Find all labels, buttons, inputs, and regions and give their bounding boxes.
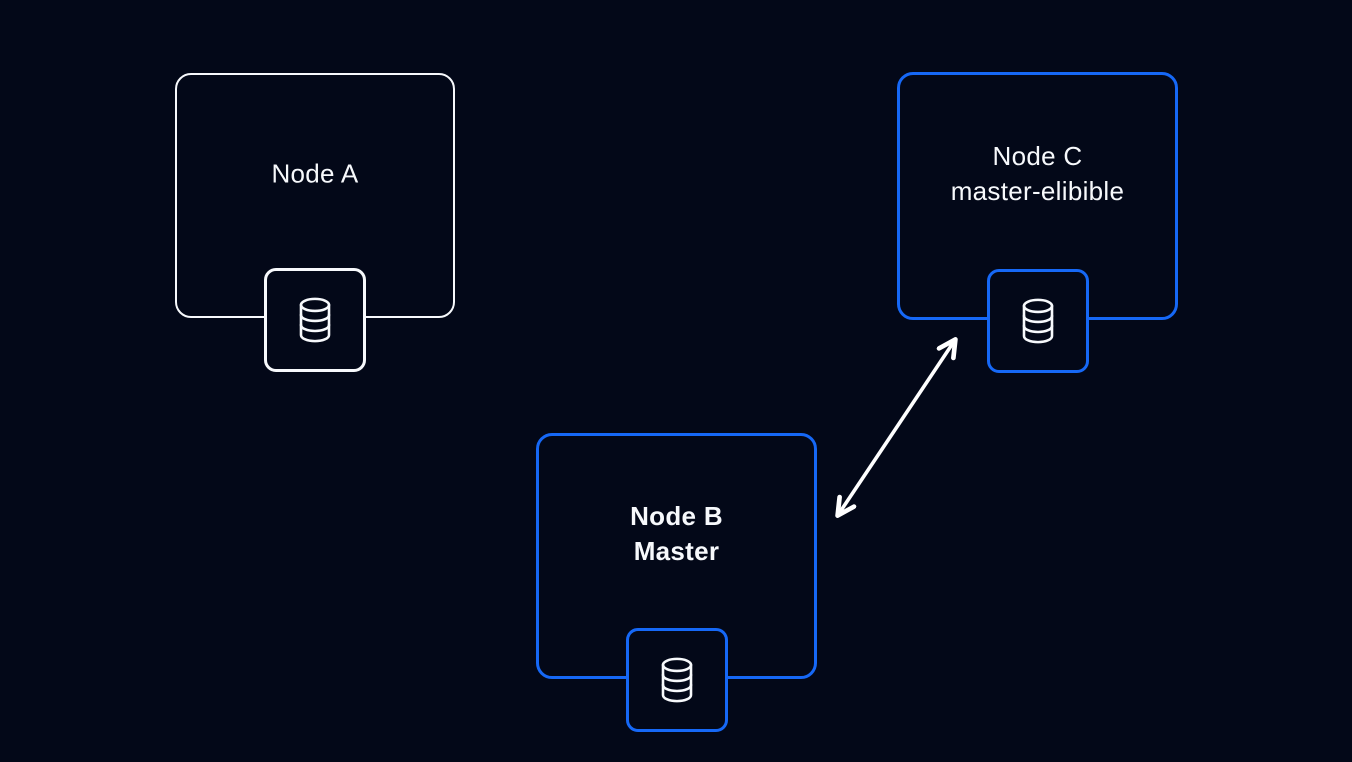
node-a-label: Node A bbox=[177, 156, 453, 191]
node-c-box: Node C master-elibible bbox=[897, 72, 1178, 373]
node-b-label-line1: Node B bbox=[630, 501, 723, 532]
node-a-label-line1: Node A bbox=[271, 158, 359, 189]
node-a-data-badge bbox=[264, 268, 366, 372]
node-b-label: Node B Master bbox=[539, 499, 814, 569]
double-headed-arrow bbox=[838, 340, 955, 515]
database-icon bbox=[299, 297, 331, 343]
node-b-data-badge bbox=[625, 628, 728, 732]
node-c-data-badge bbox=[986, 269, 1089, 373]
node-a-box: Node A bbox=[175, 73, 455, 372]
node-c-label-line1: Node C bbox=[992, 141, 1083, 172]
node-c-label-line2: master-elibible bbox=[950, 176, 1125, 207]
database-icon bbox=[1022, 298, 1053, 344]
node-c-label: Node C master-elibible bbox=[900, 139, 1175, 209]
database-icon bbox=[661, 657, 692, 703]
node-b-box: Node B Master bbox=[536, 433, 817, 732]
node-b-label-line2: Master bbox=[633, 536, 720, 567]
